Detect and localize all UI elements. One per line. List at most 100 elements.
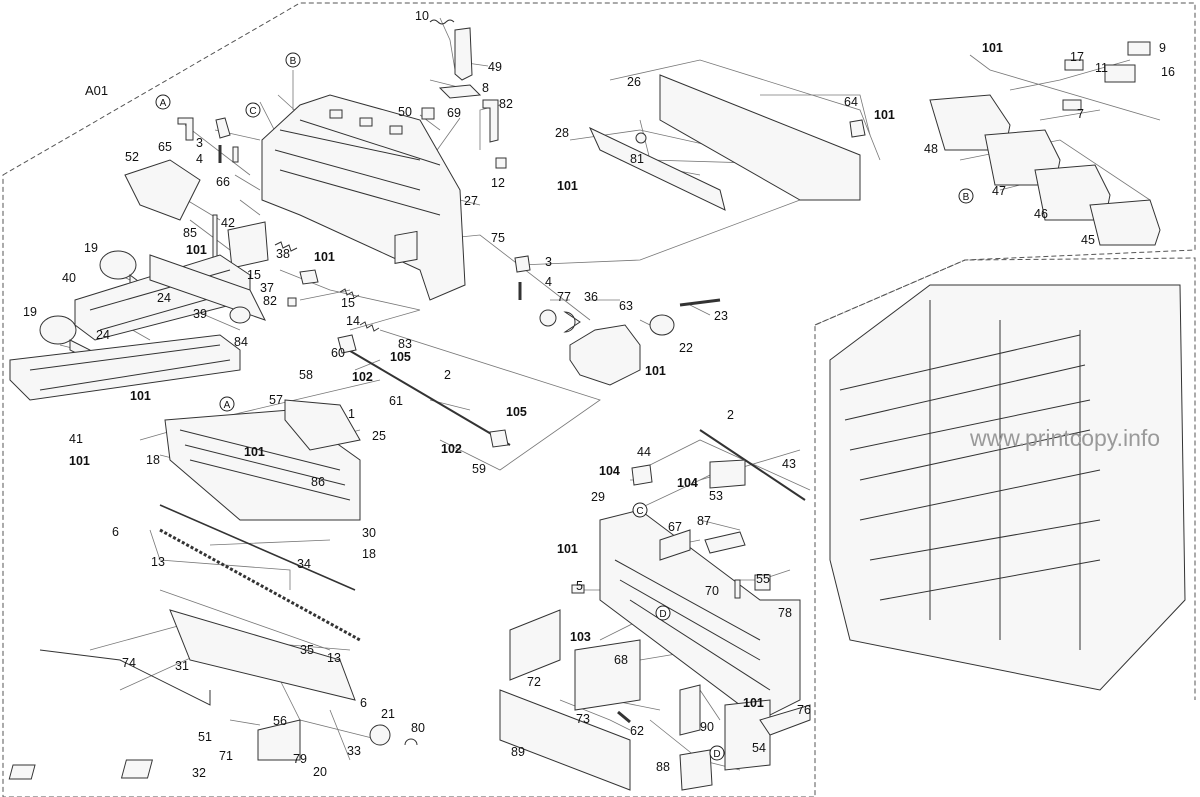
part-holder-49 bbox=[454, 27, 473, 81]
callout-102: 102 bbox=[441, 442, 462, 456]
callout-21: 21 bbox=[381, 707, 395, 721]
part-lever-3 bbox=[215, 117, 231, 139]
marker-b-1: B bbox=[285, 52, 301, 68]
part-bracket-53 bbox=[709, 459, 746, 489]
callout-6: 6 bbox=[360, 696, 367, 710]
callout-38: 38 bbox=[276, 247, 290, 261]
callout-2: 2 bbox=[727, 408, 734, 422]
callout-34: 34 bbox=[297, 557, 311, 571]
callout-32: 32 bbox=[192, 766, 206, 780]
part-holder-57 bbox=[284, 399, 361, 451]
part-blower-19b bbox=[39, 315, 77, 345]
callout-15: 15 bbox=[247, 268, 261, 282]
part-sheet-72 bbox=[509, 609, 561, 681]
callout-6: 6 bbox=[112, 525, 119, 539]
callout-18: 18 bbox=[146, 453, 160, 467]
callout-12: 12 bbox=[491, 176, 505, 190]
callout-40: 40 bbox=[62, 271, 76, 285]
part-blower-19a bbox=[99, 250, 137, 280]
callout-82: 82 bbox=[499, 97, 513, 111]
callout-41: 41 bbox=[69, 432, 83, 446]
part-shaft-61 bbox=[339, 344, 511, 446]
part-clip-37 bbox=[299, 269, 319, 285]
marker-d-1: D bbox=[655, 605, 671, 621]
callout-70: 70 bbox=[705, 584, 719, 598]
callout-101: 101 bbox=[557, 542, 578, 556]
part-cover-54 bbox=[724, 699, 771, 771]
callout-68: 68 bbox=[614, 653, 628, 667]
callout-25: 25 bbox=[372, 429, 386, 443]
callout-19: 19 bbox=[84, 241, 98, 255]
callout-15: 15 bbox=[341, 296, 355, 310]
part-shaft-23 bbox=[679, 298, 721, 307]
part-plate-33 bbox=[120, 759, 153, 779]
watermark-text: www.printcopy.info bbox=[969, 425, 1160, 451]
marker-a-1: A bbox=[155, 94, 171, 110]
callout-101: 101 bbox=[186, 243, 207, 257]
part-bracket-8 bbox=[438, 84, 482, 99]
part-sheet-67 bbox=[659, 529, 691, 561]
part-gear-81 bbox=[635, 132, 647, 144]
part-roller-36 bbox=[563, 311, 581, 333]
part-lid-9 bbox=[1127, 41, 1151, 56]
svg-text:A: A bbox=[160, 98, 167, 109]
callout-101: 101 bbox=[130, 389, 151, 403]
svg-text:B: B bbox=[963, 192, 970, 203]
callout-17: 17 bbox=[1070, 50, 1084, 64]
callout-104: 104 bbox=[599, 464, 620, 478]
callout-101: 101 bbox=[645, 364, 666, 378]
callout-90: 90 bbox=[700, 720, 714, 734]
callout-65: 65 bbox=[158, 140, 172, 154]
part-spring-15b bbox=[339, 288, 360, 299]
svg-text:D: D bbox=[659, 609, 666, 620]
part-sheet-83 bbox=[394, 230, 418, 264]
part-plate-26 bbox=[659, 74, 861, 201]
callout-54: 54 bbox=[752, 741, 766, 755]
callout-75: 75 bbox=[491, 231, 505, 245]
callout-53: 53 bbox=[709, 489, 723, 503]
callout-55: 55 bbox=[756, 572, 770, 586]
callout-45: 45 bbox=[1081, 233, 1095, 247]
callout-49: 49 bbox=[488, 60, 502, 74]
part-guide-76 bbox=[759, 704, 811, 736]
part-holder-55 bbox=[754, 574, 771, 591]
marker-a-2: A bbox=[219, 396, 235, 412]
callout-13: 13 bbox=[151, 555, 165, 569]
callout-39: 39 bbox=[193, 307, 207, 321]
part-holder-59 bbox=[489, 429, 509, 448]
part-sheet-90 bbox=[679, 684, 701, 736]
marker-c-1: C bbox=[245, 102, 261, 118]
callout-24: 24 bbox=[96, 328, 110, 342]
callout-74: 74 bbox=[122, 656, 136, 670]
callout-43: 43 bbox=[782, 457, 796, 471]
callout-84: 84 bbox=[234, 335, 248, 349]
callout-22: 22 bbox=[679, 341, 693, 355]
svg-text:C: C bbox=[636, 506, 643, 517]
callout-52: 52 bbox=[125, 150, 139, 164]
part-spring-70 bbox=[734, 579, 741, 599]
callout-27: 27 bbox=[464, 194, 478, 208]
part-clip-82b bbox=[287, 297, 297, 307]
callout-13: 13 bbox=[327, 651, 341, 665]
callout-101: 101 bbox=[244, 445, 265, 459]
part-bracket-42 bbox=[227, 221, 269, 269]
callout-50: 50 bbox=[398, 105, 412, 119]
part-holder-60 bbox=[337, 334, 357, 354]
svg-text:B: B bbox=[290, 56, 297, 67]
callout-16: 16 bbox=[1161, 65, 1175, 79]
callout-64: 64 bbox=[844, 95, 858, 109]
callout-56: 56 bbox=[273, 714, 287, 728]
part-clip-5 bbox=[571, 584, 585, 594]
callout-28: 28 bbox=[555, 126, 569, 140]
callout-42: 42 bbox=[221, 216, 235, 230]
callout-37: 37 bbox=[260, 281, 274, 295]
callout-2: 2 bbox=[444, 368, 451, 382]
callout-5: 5 bbox=[576, 579, 583, 593]
part-pad-32 bbox=[8, 764, 36, 780]
callout-104: 104 bbox=[677, 476, 698, 490]
callout-72: 72 bbox=[527, 675, 541, 689]
marker-b-2: B bbox=[958, 188, 974, 204]
callout-73: 73 bbox=[576, 712, 590, 726]
